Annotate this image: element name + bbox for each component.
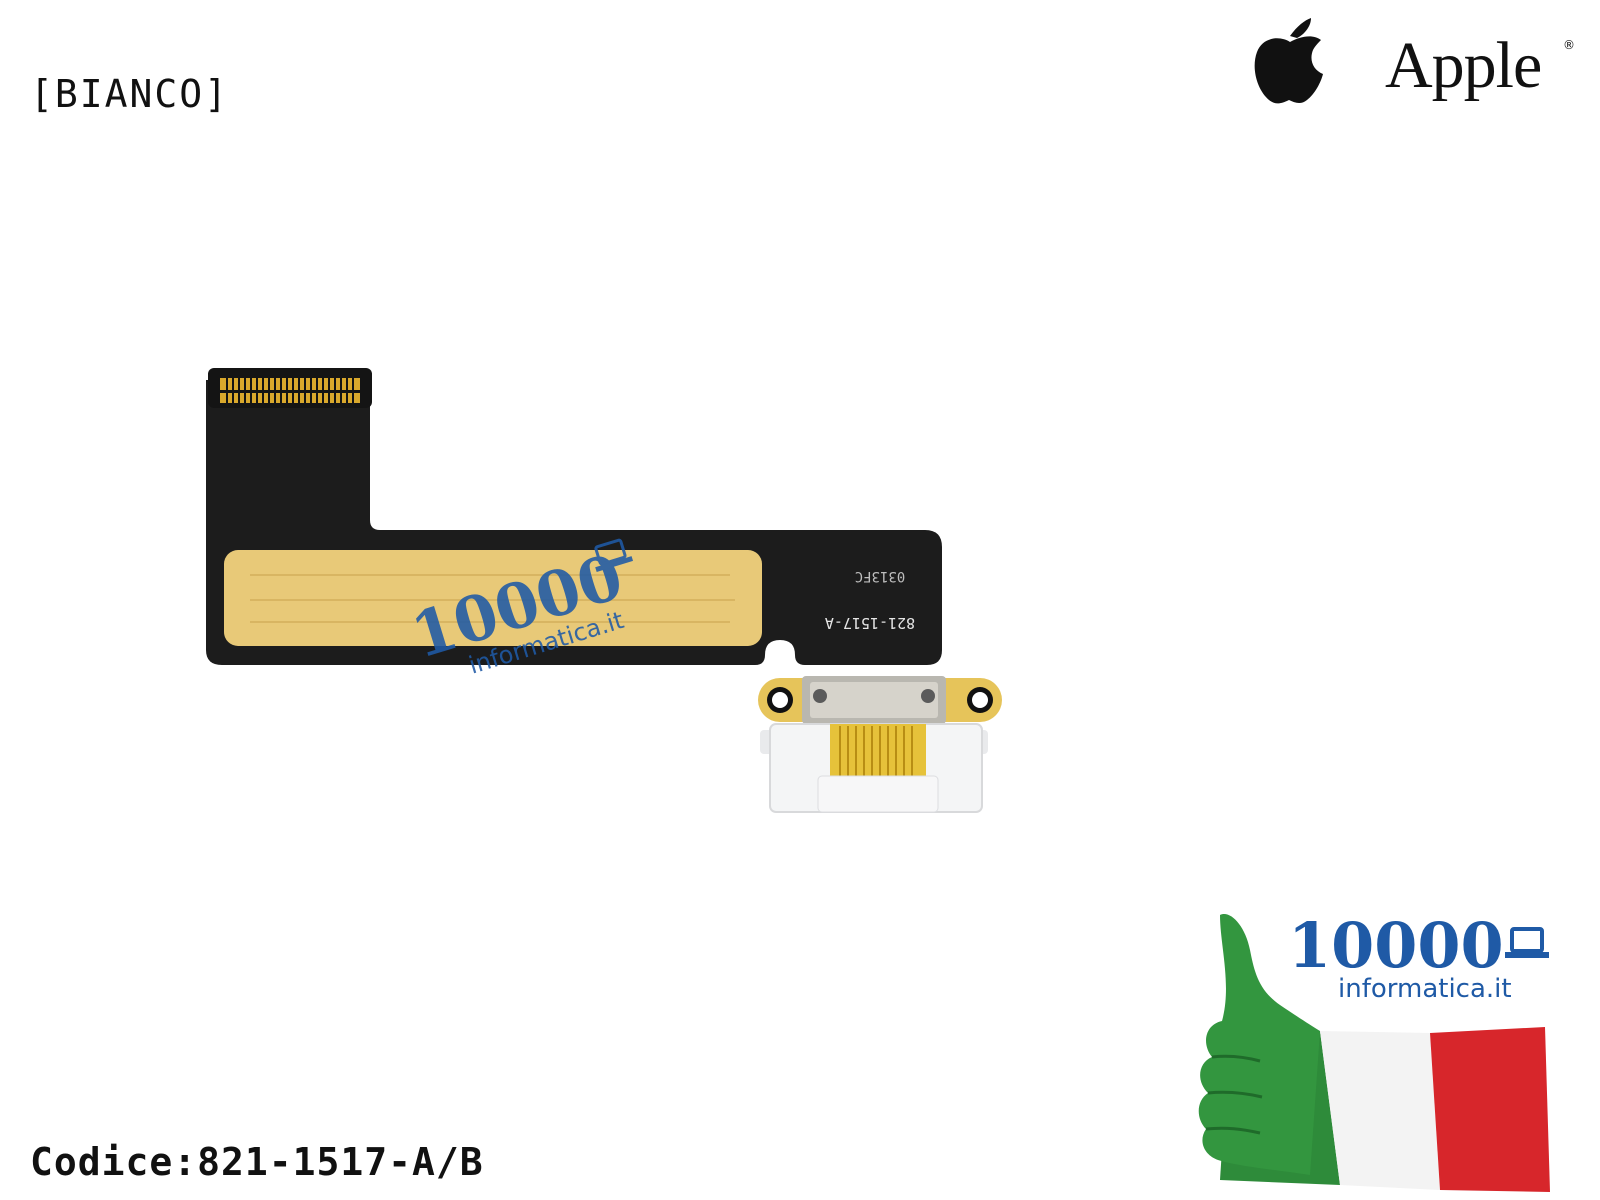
mounting-bracket <box>758 676 1002 724</box>
thumbs-up-icon <box>1198 914 1320 1175</box>
apple-brand-logo: Apple ® <box>1245 8 1585 118</box>
flex-contacts <box>220 378 360 403</box>
dock-connector-flex-cable: 0313FC 821-1517-A <box>206 368 1002 813</box>
flag-white-band <box>1320 1031 1440 1190</box>
lightning-port <box>760 723 988 813</box>
part-marking: 821-1517-A <box>825 614 915 632</box>
flag-red-band <box>1430 1027 1550 1192</box>
badge-number: 10000 <box>1288 909 1504 982</box>
variant-label: [BIANCO] <box>30 72 230 116</box>
laptop-icon <box>594 538 634 572</box>
registered-mark: ® <box>1563 38 1575 52</box>
flex-cable-photo: 0313FC 821-1517-A <box>190 360 1030 830</box>
product-code: Codice:821-1517-A/B <box>30 1140 484 1184</box>
laptop-icon <box>1505 927 1549 958</box>
date-marking: 0313FC <box>855 568 906 584</box>
apple-icon <box>1254 18 1323 104</box>
seller-badge: 10000 informatica.it <box>1190 905 1590 1195</box>
badge-domain: informatica.it <box>1338 974 1512 1004</box>
apple-wordmark: Apple <box>1385 29 1542 102</box>
